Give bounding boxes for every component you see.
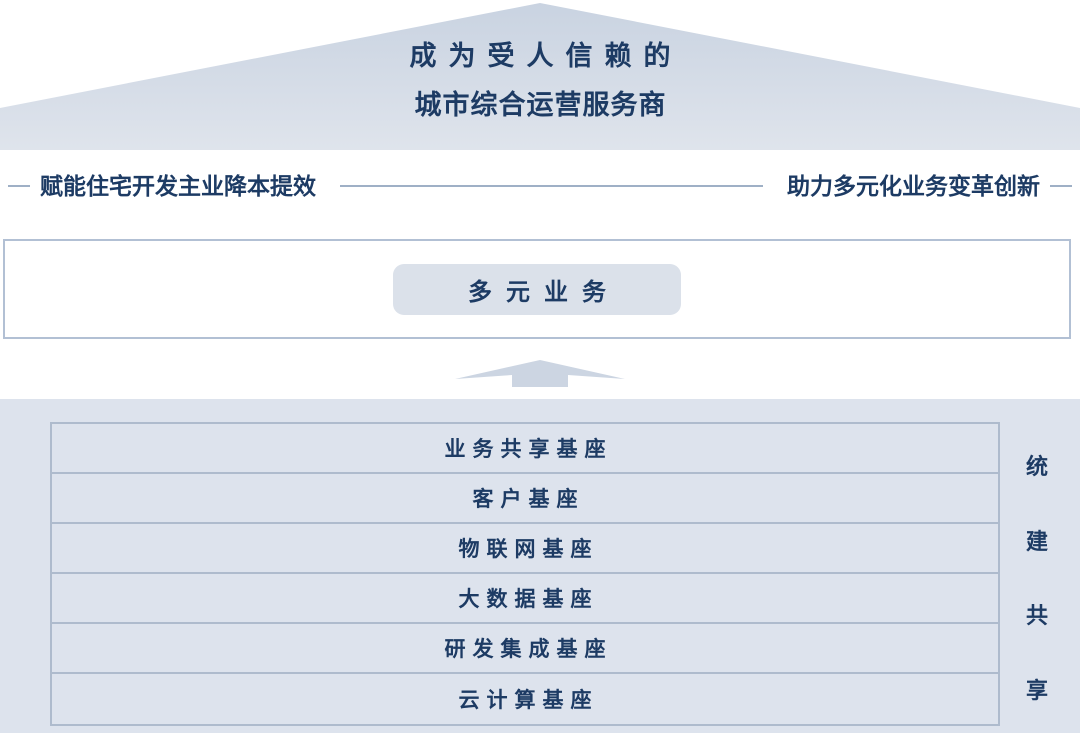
- foundation-row-label: 大数据基座: [458, 588, 599, 611]
- rule-left-cap: [8, 185, 30, 187]
- side-label-char: 享: [1025, 677, 1048, 703]
- foundation-row-label: 云计算基座: [458, 689, 599, 712]
- diversified-business-label: 多元业务: [468, 278, 620, 306]
- table-row[interactable]: 客户基座: [52, 474, 998, 524]
- side-label-char: 建: [1025, 528, 1048, 554]
- vision-line-2: 城市综合运营服务商: [414, 90, 667, 120]
- table-row[interactable]: 业务共享基座: [52, 424, 998, 474]
- side-label-char: 共: [1025, 603, 1048, 629]
- divider-label-left: 赋能住宅开发主业降本提效: [40, 173, 316, 199]
- shared-foundation-panel: 业务共享基座 客户基座 物联网基座 大数据基座 研发集成基座 云计算基座 统 建…: [0, 399, 1080, 733]
- table-row[interactable]: 大数据基座: [52, 574, 998, 624]
- roof-shape-icon: [0, 3, 1080, 150]
- vision-line-1: 成为受人信赖的: [409, 41, 683, 71]
- divider-label-right: 助力多元化业务变革创新: [787, 173, 1040, 199]
- table-row[interactable]: 物联网基座: [52, 524, 998, 574]
- foundation-row-label: 物联网基座: [458, 538, 599, 561]
- table-row[interactable]: 研发集成基座: [52, 624, 998, 674]
- vision-roof: 成为受人信赖的 城市综合运营服务商: [0, 0, 1080, 150]
- diversified-business-box: 多元业务: [3, 239, 1071, 339]
- arrow-up-glyph-icon: [455, 360, 625, 387]
- unified-sharing-side-label: 统 建 共 享: [1015, 454, 1059, 704]
- foundation-row-label: 研发集成基座: [444, 638, 613, 661]
- side-label-char: 统: [1025, 454, 1048, 479]
- rule-middle: [340, 185, 763, 187]
- diversified-business-pill[interactable]: 多元业务: [393, 263, 681, 315]
- foundation-row-label: 业务共享基座: [444, 438, 613, 461]
- foundation-row-label: 客户基座: [472, 488, 585, 511]
- divider-row: 赋能住宅开发主业降本提效 助力多元化业务变革创新: [0, 162, 1080, 210]
- rule-right-cap: [1050, 185, 1072, 187]
- table-row[interactable]: 云计算基座: [52, 674, 998, 724]
- foundation-table: 业务共享基座 客户基座 物联网基座 大数据基座 研发集成基座 云计算基座: [50, 422, 1000, 726]
- arrow-up-icon: [455, 355, 625, 391]
- vision-statement: 成为受人信赖的 城市综合运营服务商: [0, 36, 1080, 126]
